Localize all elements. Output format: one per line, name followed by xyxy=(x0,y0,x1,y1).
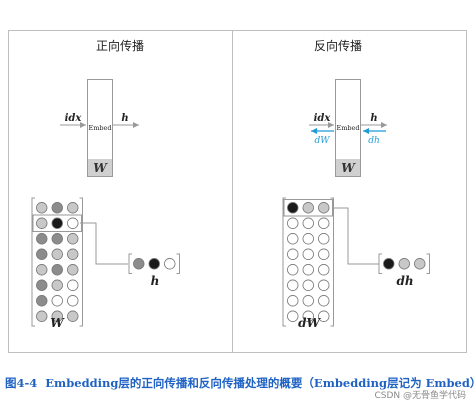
embedding-diagram: 正向传播 反向传播 W Embed idx h W Embed idx h dW… xyxy=(8,30,467,353)
backward-matrix-cell xyxy=(318,233,330,245)
forward-matrix-cell xyxy=(51,233,63,245)
backward-grad-vector xyxy=(378,253,430,274)
forward-row-connector xyxy=(80,222,128,265)
forward-matrix-cell xyxy=(36,217,48,229)
caption-number: 图4-4 xyxy=(5,376,38,390)
forward-matrix-cell xyxy=(67,279,79,291)
backward-grad-out-label: dh xyxy=(368,136,380,146)
backward-matrix-cell xyxy=(302,279,314,291)
backward-node-label: Embed xyxy=(336,124,359,132)
caption-text: Embedding层的正向传播和反向传播处理的概要（Embedding层记为 E… xyxy=(45,376,474,390)
forward-matrix-cell xyxy=(36,295,48,307)
forward-weight-matrix xyxy=(31,197,83,327)
backward-matrix-cell xyxy=(287,248,299,260)
backward-matrix-cell xyxy=(287,279,299,291)
forward-vector-cell xyxy=(164,258,176,270)
forward-vector-right-bracket xyxy=(176,253,180,274)
forward-node-label: Embed xyxy=(88,124,111,132)
forward-matrix-right-bracket xyxy=(79,197,83,327)
backward-output-label: h xyxy=(370,113,377,124)
forward-output-label: h xyxy=(121,113,128,124)
forward-matrix-cell xyxy=(36,202,48,214)
backward-matrix-cell xyxy=(287,217,299,229)
forward-matrix-cell xyxy=(67,310,79,322)
backward-vector-cell xyxy=(398,258,410,270)
forward-vector-cell xyxy=(133,258,145,270)
forward-matrix-cell xyxy=(67,248,79,260)
forward-matrix-cell xyxy=(51,248,63,260)
forward-matrix-cell xyxy=(51,202,63,214)
forward-matrix-left-bracket xyxy=(31,197,35,327)
forward-matrix-cell xyxy=(36,248,48,260)
backward-matrix-cell xyxy=(287,202,299,214)
backward-matrix-cell xyxy=(287,233,299,245)
forward-vector-cell xyxy=(148,258,160,270)
forward-matrix-cell xyxy=(51,310,63,322)
backward-input-label: idx xyxy=(314,113,332,124)
forward-vector-label: h xyxy=(151,274,160,288)
backward-matrix-cell xyxy=(287,310,299,322)
forward-matrix-cell xyxy=(36,264,48,276)
backward-matrix-cell xyxy=(302,295,314,307)
backward-matrix-cell xyxy=(302,202,314,214)
backward-vector-cell xyxy=(383,258,395,270)
backward-matrix-cell xyxy=(318,295,330,307)
backward-matrix-cell xyxy=(302,264,314,276)
backward-embed-node: W Embed xyxy=(335,79,361,177)
forward-matrix-cell xyxy=(67,217,79,229)
figure-caption: 图4-4 Embedding层的正向传播和反向传播处理的概要（Embedding层… xyxy=(0,374,474,410)
forward-matrix-cell xyxy=(51,279,63,291)
backward-vector-right-bracket xyxy=(426,253,430,274)
forward-title: 正向传播 xyxy=(96,38,144,53)
forward-embed-node: W Embed xyxy=(87,79,113,177)
forward-matrix-cell xyxy=(67,202,79,214)
backward-matrix-cell xyxy=(302,248,314,260)
backward-weight-box xyxy=(336,159,360,176)
forward-matrix-cell xyxy=(36,233,48,245)
backward-matrix-cell xyxy=(318,202,330,214)
backward-matrix-right-bracket xyxy=(330,197,334,327)
backward-matrix-cell xyxy=(318,264,330,276)
backward-vector-cell xyxy=(414,258,426,270)
backward-title: 反向传播 xyxy=(314,38,362,53)
backward-matrix-cell xyxy=(302,233,314,245)
backward-vector-label: dh xyxy=(396,274,413,288)
watermark: CSDN @无骨鱼学代码 xyxy=(374,391,466,401)
backward-matrix-cell xyxy=(318,217,330,229)
forward-matrix-cell xyxy=(36,279,48,291)
backward-matrix-cell xyxy=(302,310,314,322)
backward-matrix-left-bracket xyxy=(282,197,286,327)
panel-frame xyxy=(8,30,467,353)
forward-output-vector xyxy=(128,253,180,274)
backward-matrix-cell xyxy=(287,295,299,307)
forward-matrix-cell xyxy=(67,264,79,276)
forward-input-label: idx xyxy=(65,113,83,124)
backward-matrix-label: dW xyxy=(298,316,321,330)
backward-matrix-cell xyxy=(302,217,314,229)
forward-matrix-cell xyxy=(51,264,63,276)
forward-matrix-cell xyxy=(51,295,63,307)
forward-weight-label: W xyxy=(93,161,108,175)
forward-matrix-cell xyxy=(67,233,79,245)
backward-matrix-cell xyxy=(318,310,330,322)
backward-matrix-cell xyxy=(287,264,299,276)
backward-matrix-highlight-row xyxy=(283,199,333,217)
forward-matrix-cell xyxy=(36,310,48,322)
backward-matrix-cell xyxy=(318,248,330,260)
forward-matrix-cell xyxy=(67,295,79,307)
backward-grad-matrix xyxy=(282,197,334,327)
backward-matrix-cell xyxy=(318,279,330,291)
backward-weight-label: W xyxy=(341,161,356,175)
forward-matrix-cell xyxy=(51,217,63,229)
backward-vector-left-bracket xyxy=(378,253,382,274)
forward-weight-box xyxy=(88,159,112,176)
forward-matrix-label: W xyxy=(50,316,65,330)
backward-grad-in-label: dW xyxy=(314,136,330,146)
forward-vector-left-bracket xyxy=(128,253,132,274)
backward-row-connector xyxy=(333,207,379,265)
